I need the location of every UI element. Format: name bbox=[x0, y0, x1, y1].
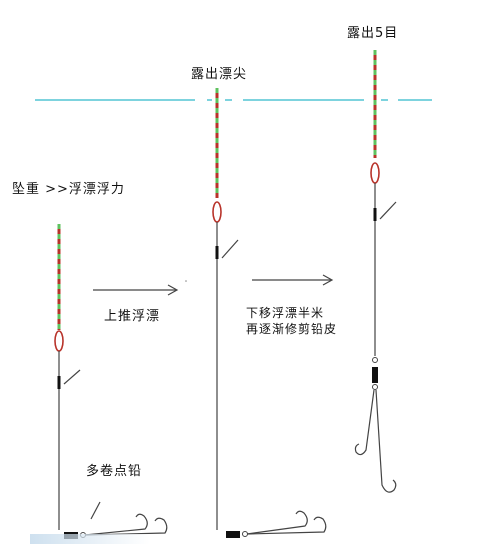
float-3-seat bbox=[373, 208, 377, 221]
rig-3 bbox=[354, 50, 397, 493]
sinker-2 bbox=[226, 531, 240, 538]
watermark bbox=[30, 534, 150, 544]
rig-2 bbox=[212, 88, 327, 538]
float-2-body bbox=[212, 201, 222, 223]
float-1-seat bbox=[57, 376, 61, 389]
float-3-tip-mark bbox=[379, 201, 397, 220]
float-2-seat bbox=[215, 246, 219, 259]
label-step2-action: 上推浮漂 bbox=[104, 309, 161, 324]
sinker-3 bbox=[372, 367, 378, 383]
hook-line-2a bbox=[246, 510, 308, 535]
float-1-body bbox=[54, 330, 64, 352]
arrow-1 bbox=[93, 280, 187, 296]
hook-line-2b bbox=[246, 516, 327, 535]
float-3-body bbox=[370, 162, 380, 184]
float-2-tip-mark bbox=[221, 239, 239, 259]
rig-1 bbox=[54, 224, 168, 539]
arrow-2 bbox=[252, 274, 334, 286]
label-step1-action: 多卷点铅 bbox=[86, 464, 143, 479]
label-step3-action-line2: 再逐渐修剪铅皮 bbox=[246, 322, 338, 336]
hook-line-3b bbox=[375, 389, 397, 493]
hook-line-3a bbox=[354, 389, 375, 456]
hook-line-1a bbox=[84, 513, 148, 536]
pointer-line-1 bbox=[90, 501, 101, 520]
swivel-3-top bbox=[372, 357, 378, 363]
label-step2-heading: 露出漂尖 bbox=[191, 67, 248, 82]
label-step1-heading: 坠重 >>浮漂浮力 bbox=[12, 182, 125, 197]
label-step3-heading: 露出5目 bbox=[347, 26, 399, 41]
swivel-3 bbox=[372, 384, 378, 390]
swivel-2 bbox=[242, 531, 248, 537]
label-step3-action-line1: 下移浮漂半米 bbox=[246, 306, 325, 320]
hook-line-1b bbox=[84, 517, 168, 536]
float-1-tip-mark bbox=[63, 369, 81, 385]
